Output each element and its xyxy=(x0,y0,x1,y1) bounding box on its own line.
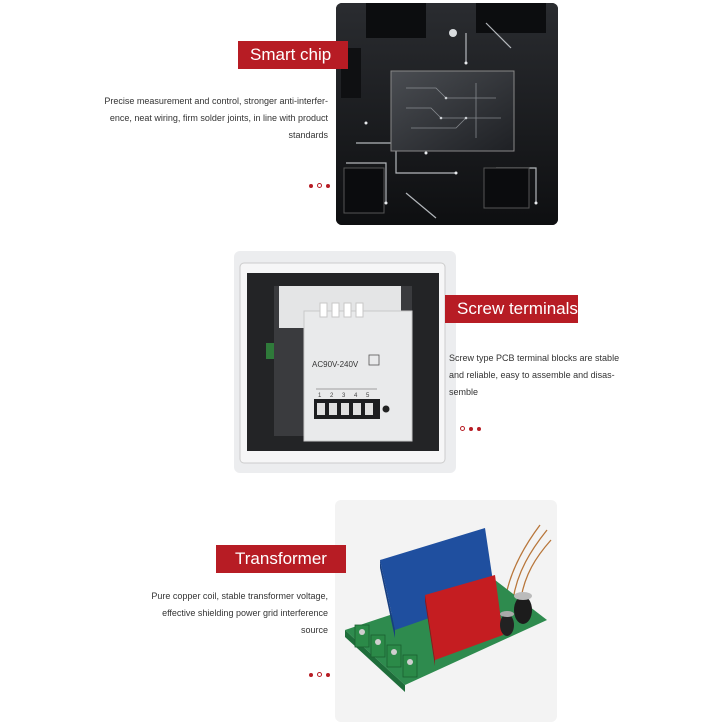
dot-icon xyxy=(469,427,473,431)
description-line: standards xyxy=(288,130,328,140)
terminal-number: 3 xyxy=(342,393,346,399)
thermostat-back-illustration: AC90V-240V 1 2 3 4 5 xyxy=(239,262,446,464)
dot-icon xyxy=(309,673,313,677)
pagination-dots xyxy=(309,672,334,677)
dot-icon xyxy=(317,183,322,188)
terminal-number: 1 xyxy=(318,393,322,399)
dot-icon xyxy=(326,184,330,188)
screw-terminals-title: Screw terminals xyxy=(445,295,578,323)
transformer-title: Transformer xyxy=(216,545,346,573)
dot-icon xyxy=(460,426,465,431)
terminal-number: 2 xyxy=(330,393,334,399)
description-line: effective shielding power grid interfere… xyxy=(162,608,328,618)
pagination-dots xyxy=(460,426,485,431)
description-line: source xyxy=(300,625,328,635)
device-voltage-label: AC90V-240V xyxy=(312,360,359,369)
transformer-description: Pure copper coil, stable transformer vol… xyxy=(90,588,328,639)
pagination-dots xyxy=(309,183,334,188)
circuit-board-illustration xyxy=(336,3,558,225)
description-line: and reliable, easy to assemble and disas… xyxy=(449,370,615,380)
description-line: Pure copper coil, stable transformer vol… xyxy=(151,591,328,601)
relay-board-illustration xyxy=(345,524,552,692)
screw-terminals-description: Screw type PCB terminal blocks are stabl… xyxy=(449,350,669,401)
transformer-image xyxy=(335,500,557,722)
description-line: semble xyxy=(449,387,479,397)
terminal-number: 5 xyxy=(366,393,370,399)
dot-icon xyxy=(326,673,330,677)
dot-icon xyxy=(317,672,322,677)
description-line: ence, neat wiring, firm solder joints, i… xyxy=(109,113,328,123)
section-screw-terminals: AC90V-240V 1 2 3 4 5 Screw terminals Scr… xyxy=(0,240,724,490)
smart-chip-description: Precise measurement and control, stronge… xyxy=(60,93,328,144)
dot-icon xyxy=(309,184,313,188)
section-smart-chip: Smart chip Precise measurement and contr… xyxy=(0,0,724,240)
smart-chip-title: Smart chip xyxy=(238,41,348,69)
smart-chip-image xyxy=(336,3,558,225)
dot-icon xyxy=(477,427,481,431)
section-transformer: Transformer Pure copper coil, stable tra… xyxy=(0,490,724,724)
screw-terminals-image: AC90V-240V 1 2 3 4 5 xyxy=(234,251,456,473)
description-line: Screw type PCB terminal blocks are stabl… xyxy=(449,353,620,363)
terminal-number: 4 xyxy=(354,393,358,399)
description-line: Precise measurement and control, stronge… xyxy=(104,96,328,106)
